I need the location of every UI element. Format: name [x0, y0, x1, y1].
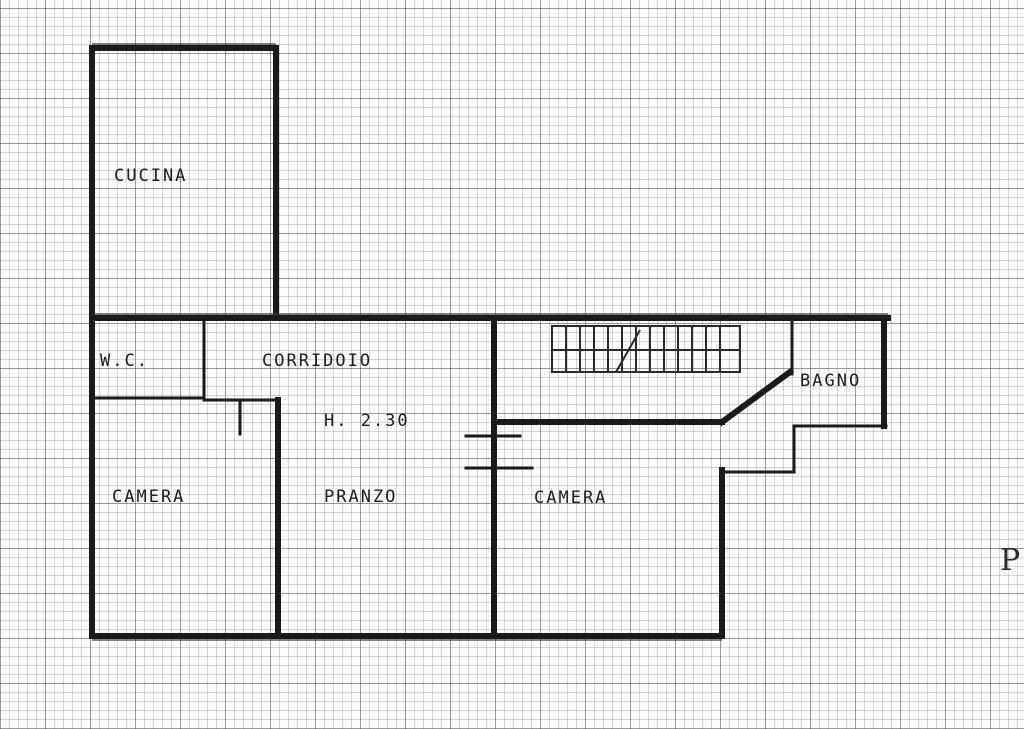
room-label-camera-left: CAMERA: [112, 487, 185, 507]
outer-walls: [89, 313, 891, 641]
room-label-corridoio: CORRIDOIO: [262, 351, 372, 371]
edge-glyph: P: [1000, 543, 1020, 578]
room-label-camera-right: CAMERA: [534, 488, 607, 508]
room-label-wc: W.C.: [100, 351, 149, 371]
interior-walls: [90, 319, 795, 639]
room-label-bagno: BAGNO: [800, 371, 861, 391]
ceiling-height-label: H. 2.30: [324, 411, 410, 431]
staircase: [551, 325, 741, 373]
kitchen-walls: [89, 43, 279, 321]
room-label-pranzo: PRANZO: [324, 487, 397, 507]
room-label-cucina: CUCINA: [114, 166, 187, 186]
